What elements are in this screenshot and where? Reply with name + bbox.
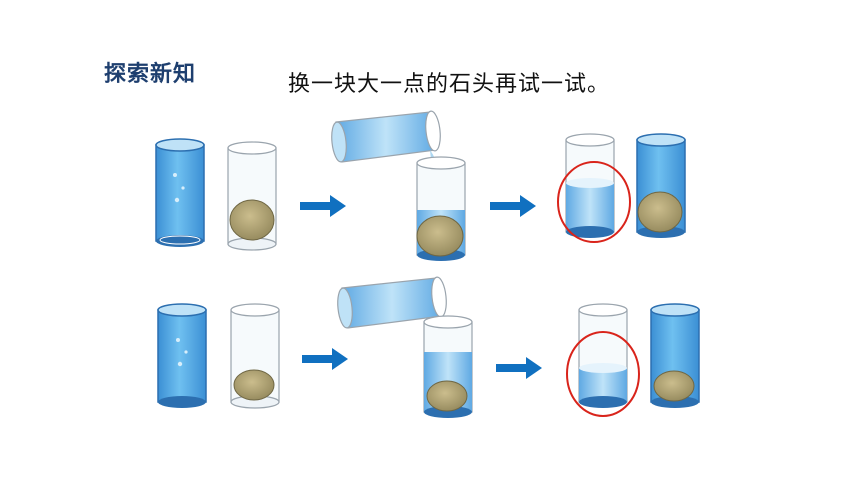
arrow-right-icon (302, 348, 348, 370)
result-glass-remaining-water (578, 303, 628, 408)
instruction-text: 换一块大一点的石头再试一试。 (288, 72, 611, 97)
water-glass-full (157, 303, 207, 408)
arrow-right-icon (300, 195, 346, 217)
result-glass-remaining-water (565, 133, 615, 238)
arrow-right-icon (490, 195, 536, 217)
glass-water-and-stone (650, 303, 700, 408)
water-glass-full (155, 138, 205, 247)
receiving-glass-with-stone (423, 315, 473, 418)
glass-water-and-stone (636, 133, 686, 238)
highlight-circle (557, 161, 631, 243)
arrow-right-icon (496, 357, 542, 379)
section-label: 探索新知 (104, 62, 197, 87)
receiving-glass-with-stone (416, 156, 466, 261)
glass-with-stone (227, 141, 277, 251)
highlight-circle (566, 331, 640, 417)
glass-with-stone (230, 303, 280, 409)
